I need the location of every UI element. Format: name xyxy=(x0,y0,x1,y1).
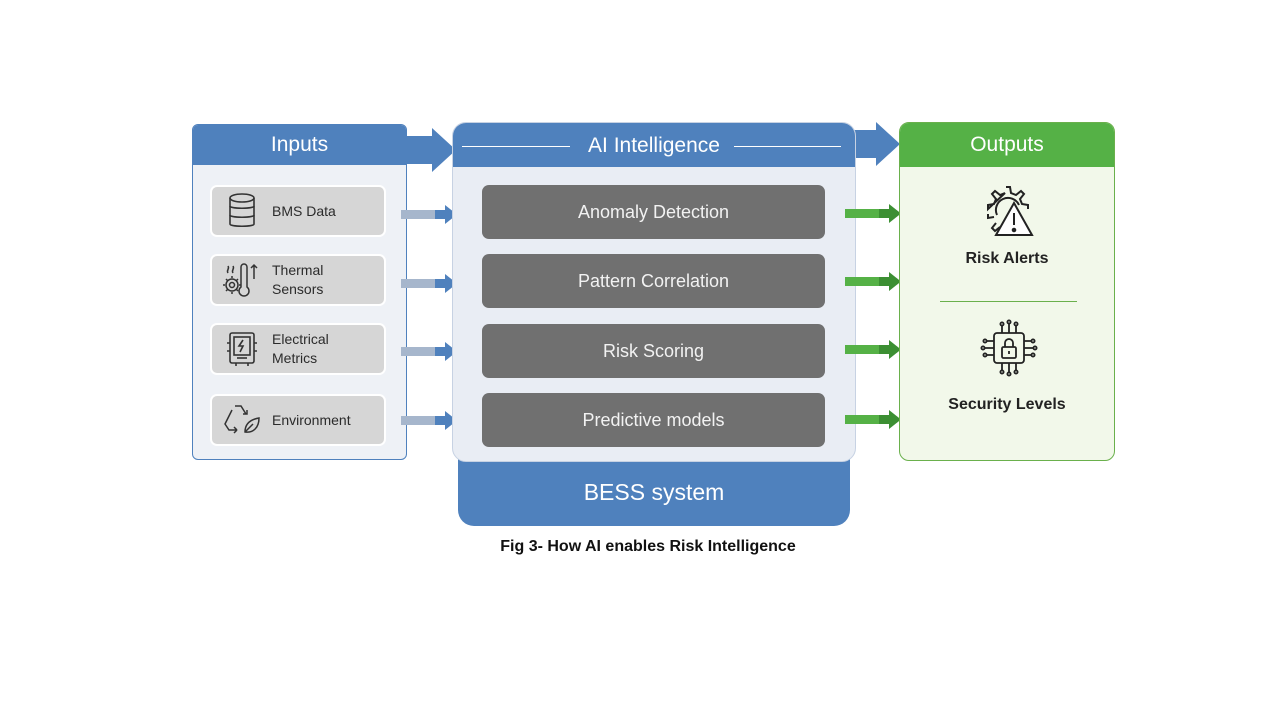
output-arrow-1 xyxy=(845,204,901,223)
ai-title-rule-right xyxy=(734,146,841,147)
ai-step-pattern-correlation[interactable]: Pattern Correlation xyxy=(482,254,825,308)
input-label: Electrical Metrics xyxy=(272,331,329,366)
ai-step-anomaly-detection[interactable]: Anomaly Detection xyxy=(482,185,825,239)
ai-step-risk-scoring[interactable]: Risk Scoring xyxy=(482,324,825,378)
input-arrow-2 xyxy=(401,274,457,293)
recycle-leaf-icon xyxy=(212,396,272,444)
inputs-to-ai-arrow xyxy=(400,128,456,172)
input-card-thermal-sensors[interactable]: Thermal Sensors xyxy=(210,254,386,306)
circuit-lock-icon xyxy=(980,319,1038,377)
output-arrow-3 xyxy=(845,340,901,359)
database-icon xyxy=(212,187,272,235)
figure-caption: Fig 3- How AI enables Risk Intelligence xyxy=(500,538,796,555)
output-risk-alerts-label: Risk Alerts xyxy=(965,250,1049,267)
gear-warning-icon xyxy=(987,186,1034,236)
ai-step-predictive-models[interactable]: Predictive models xyxy=(482,393,825,447)
ai-header xyxy=(453,123,855,167)
output-security-levels-label: Security Levels xyxy=(948,396,1066,413)
input-card-environment[interactable]: Environment xyxy=(210,394,386,446)
outputs-panel: Outputs xyxy=(899,122,1115,461)
electrical-panel-icon xyxy=(212,325,272,373)
bess-system-label: BESS system xyxy=(583,478,725,505)
output-arrow-2 xyxy=(845,272,901,291)
input-card-bms-data[interactable]: BMS Data xyxy=(210,185,386,237)
input-label: BMS Data xyxy=(272,202,336,219)
input-label: Environment xyxy=(272,411,351,428)
output-arrow-4 xyxy=(845,410,901,429)
ai-to-outputs-arrow xyxy=(848,122,900,166)
outputs-divider xyxy=(940,301,1077,302)
input-arrow-3 xyxy=(401,342,457,361)
input-label: Thermal Sensors xyxy=(272,262,324,297)
input-arrow-1 xyxy=(401,205,457,224)
thermometer-gear-icon xyxy=(212,256,272,304)
ai-title-rule-left xyxy=(462,146,570,147)
outputs-header: Outputs xyxy=(900,123,1114,167)
input-card-electrical-metrics[interactable]: Electrical Metrics xyxy=(210,323,386,375)
inputs-header: Inputs xyxy=(193,125,406,165)
input-arrow-4 xyxy=(401,411,457,430)
ai-intelligence-title: AI Intelligence xyxy=(588,134,720,157)
